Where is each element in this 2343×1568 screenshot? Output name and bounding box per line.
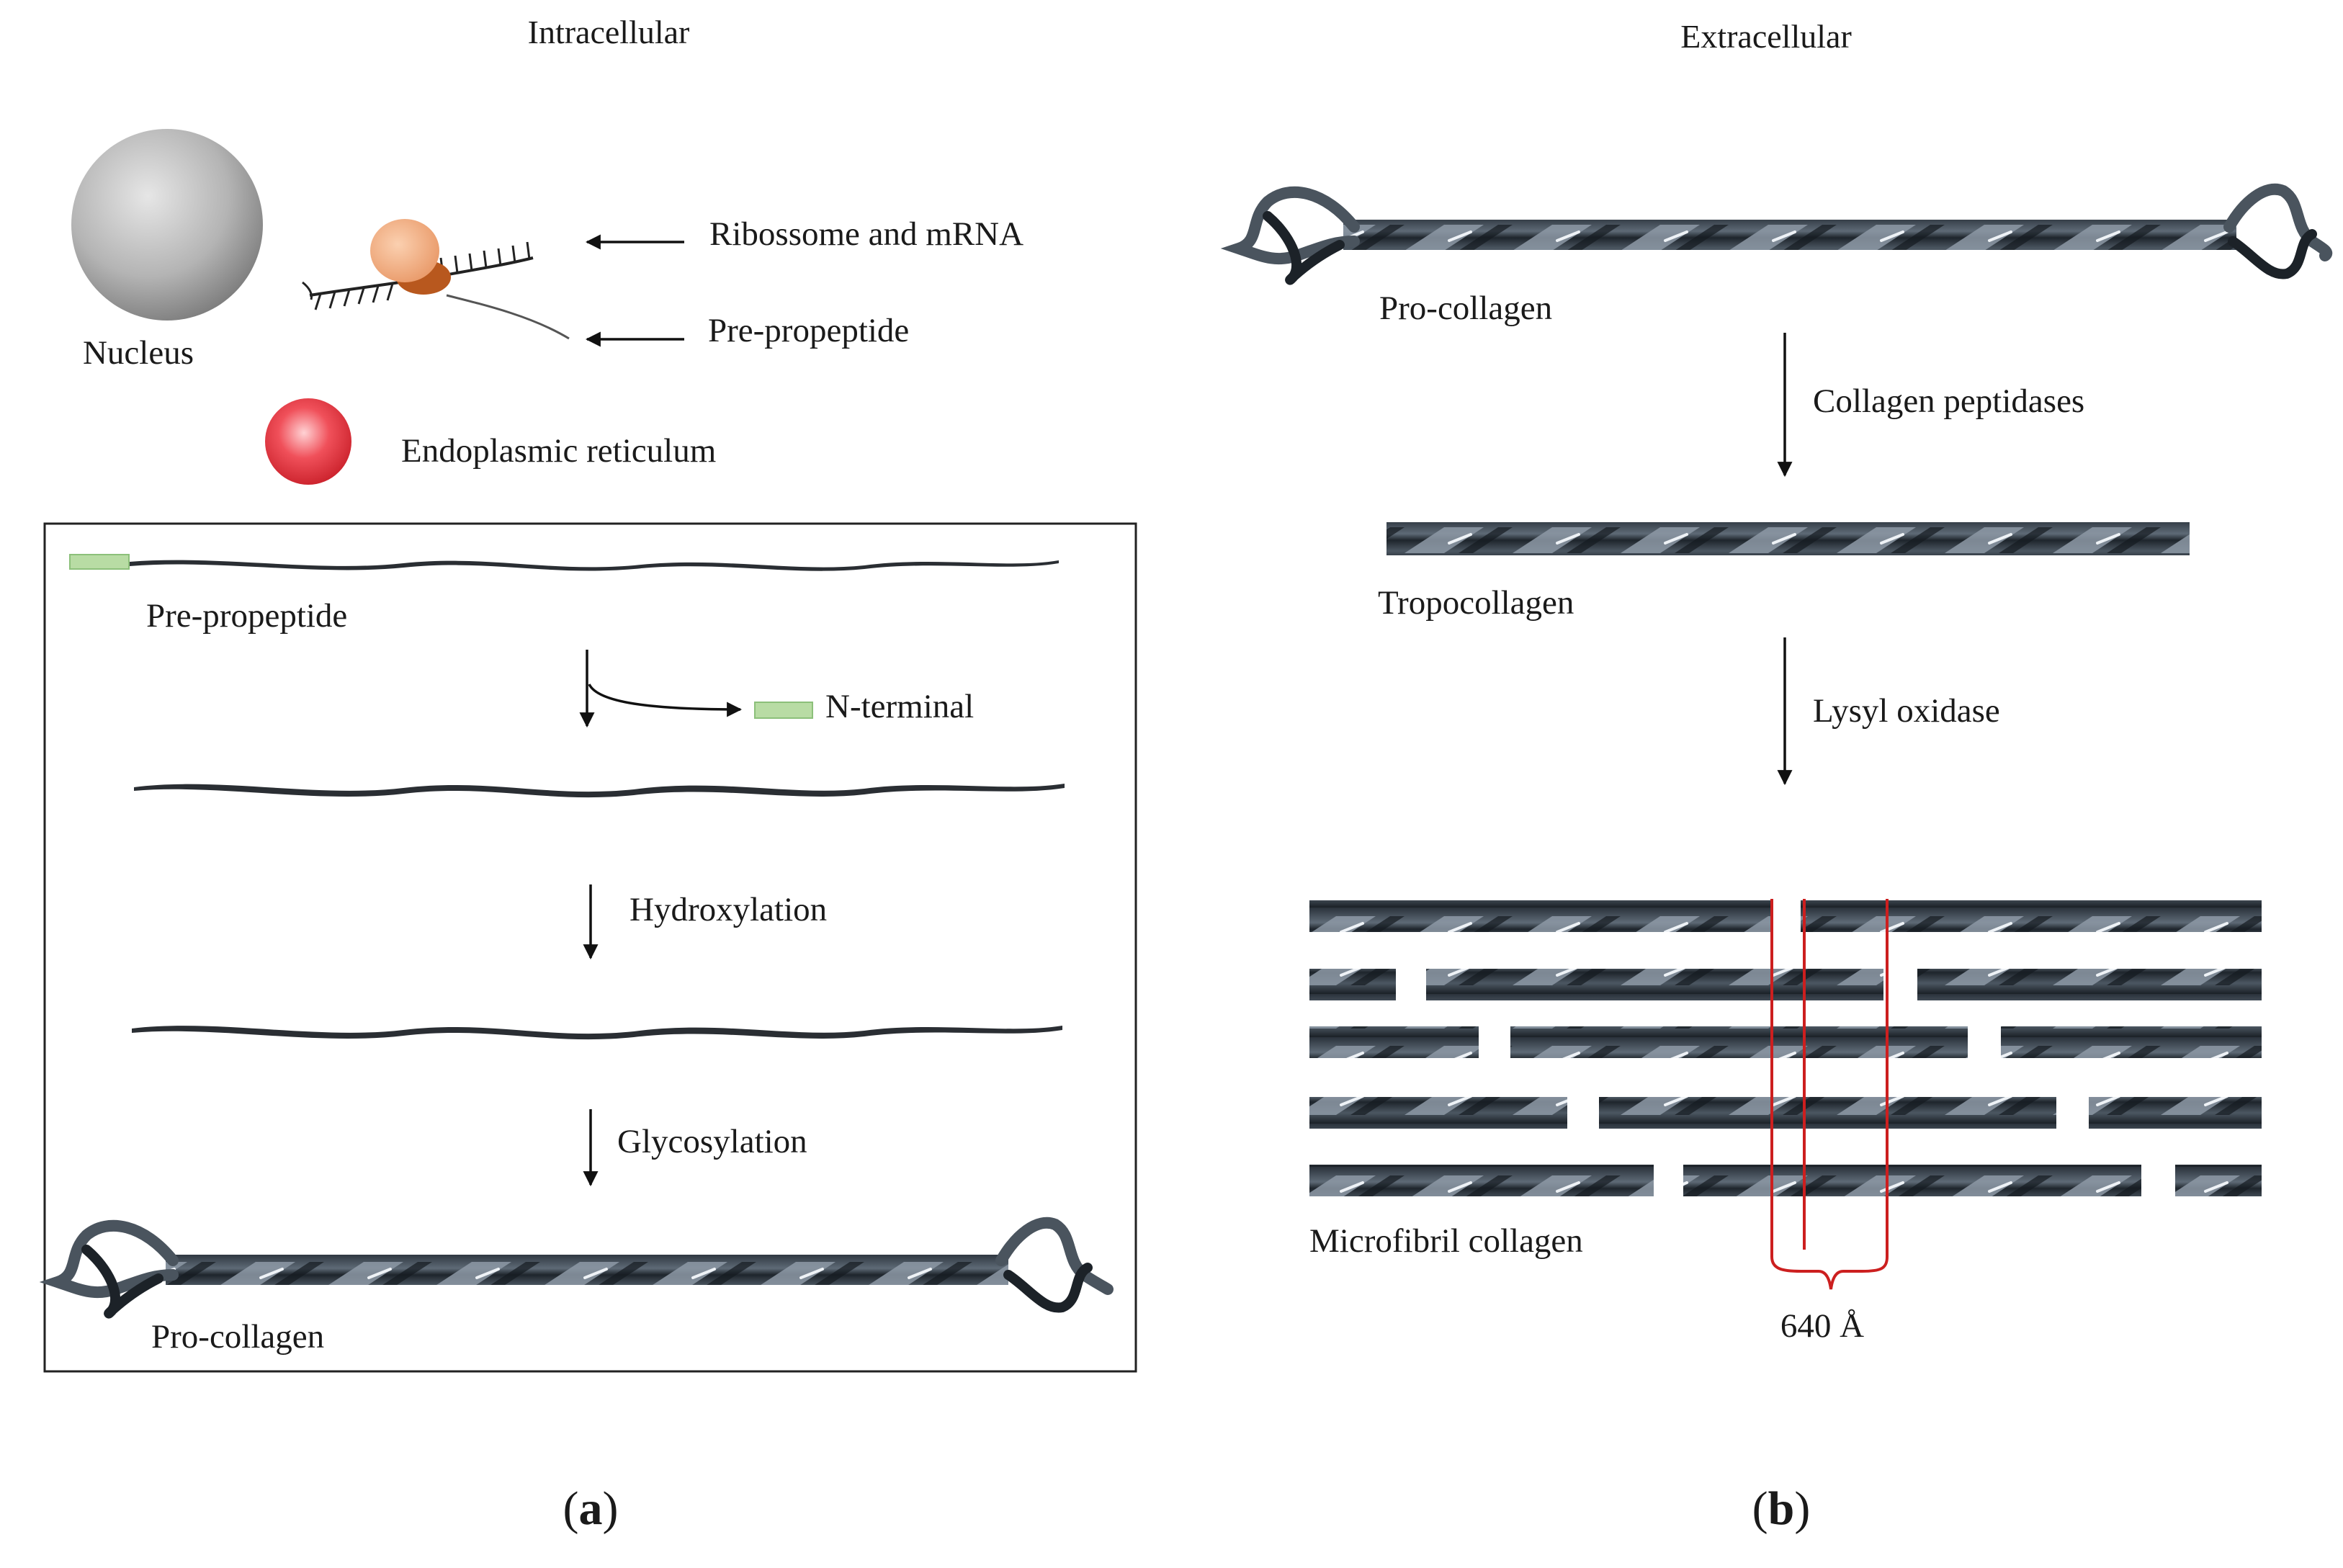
fibril-segment xyxy=(1510,1026,1968,1058)
tropocollagen-molecule xyxy=(1386,522,2190,555)
panel-a: Intracellular Nucleus Ribossome and mRNA xyxy=(39,14,1137,1535)
fibril-segment xyxy=(1426,969,1883,1000)
caption-b: (b) xyxy=(1752,1482,1811,1535)
fibril-segment xyxy=(1683,1165,2141,1196)
intracellular-process-box xyxy=(43,522,1137,1373)
caption-a: (a) xyxy=(563,1482,619,1535)
propeptide-strand-2 xyxy=(134,784,1065,798)
fibril-segment xyxy=(1801,900,2262,932)
signal-peptide-icon xyxy=(69,554,130,570)
hydroxylation-label: Hydroxylation xyxy=(630,891,827,928)
nucleus-label: Nucleus xyxy=(83,334,194,372)
prepropeptide-strand xyxy=(130,560,1059,571)
fibril-segment xyxy=(2001,1026,2262,1058)
fibril-segment xyxy=(2175,1165,2262,1196)
fibril-segment xyxy=(1309,969,1396,1000)
prepropeptide-label-top: Pre-propeptide xyxy=(708,312,909,349)
collagen-peptidases-label: Collagen peptidases xyxy=(1813,382,2084,420)
nucleus-sphere xyxy=(71,129,263,321)
nterminal-peptide-icon xyxy=(754,702,813,719)
procollagen-label-a: Pro-collagen xyxy=(151,1318,324,1356)
arrow-cleavage-branch xyxy=(588,684,743,717)
fibril-segment xyxy=(1917,969,2262,1000)
fibril-segment xyxy=(1309,1097,1567,1129)
period-label: 640 Å xyxy=(1780,1307,1864,1345)
procollagen-molecule-a xyxy=(39,1217,1114,1319)
intracellular-header: Intracellular xyxy=(528,14,690,50)
nterminal-label: N-terminal xyxy=(825,688,974,725)
fibril-segment xyxy=(1599,1097,2056,1129)
microfibril-label: Microfibril collagen xyxy=(1309,1222,1583,1260)
microfibril-array xyxy=(1309,900,2262,1196)
prepropeptide-label-box: Pre-propeptide xyxy=(146,597,347,635)
fibril-segment xyxy=(1309,1165,1654,1196)
extracellular-header: Extracellular xyxy=(1680,18,1852,55)
fibril-segment xyxy=(1309,1026,1479,1058)
procollagen-label-b: Pro-collagen xyxy=(1379,290,1552,327)
endoplasmic-reticulum-sphere xyxy=(265,398,351,485)
er-label: Endoplasmic reticulum xyxy=(401,432,716,470)
lysyl-oxidase-label: Lysyl oxidase xyxy=(1813,692,2000,730)
ribosome-large-subunit-icon xyxy=(370,219,439,282)
ribosome-mrna-icon xyxy=(302,219,570,340)
glycosylation-label: Glycosylation xyxy=(617,1123,807,1160)
period-marker xyxy=(1770,899,1889,1290)
tropocollagen-label: Tropocollagen xyxy=(1378,584,1574,622)
panel-b: Extracellular Pro-collagen Collagen pept… xyxy=(1220,18,2333,1535)
fibril-segment xyxy=(2089,1097,2262,1129)
procollagen-molecule-b xyxy=(1220,183,2333,285)
fibril-segment xyxy=(1309,900,1770,932)
propeptide-strand-3 xyxy=(132,1026,1062,1040)
ribosome-label: Ribossome and mRNA xyxy=(709,215,1023,253)
